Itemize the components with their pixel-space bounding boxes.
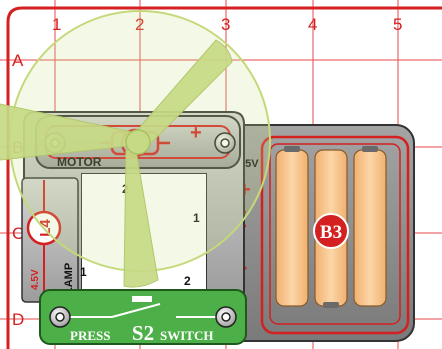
column-label-5: 5: [393, 15, 402, 34]
column-label-2: 2: [135, 15, 144, 34]
press-switch-s2[interactable]: PRESS S2 SWITCH: [39, 289, 247, 345]
battery-inner-outline: [269, 143, 401, 325]
lamp-voltage: 4.5V: [30, 269, 41, 290]
fan-overlay: [0, 10, 271, 288]
wire-number-right-upper: 1: [193, 211, 200, 225]
snap-icon: [55, 312, 65, 322]
switch-plate: [39, 289, 247, 345]
battery-cell: [353, 149, 387, 307]
snap-icon: [221, 312, 231, 322]
battery-cell: [275, 149, 309, 307]
wire-number-left-lower: 1: [80, 265, 87, 279]
column-label-3: 3: [221, 15, 230, 34]
battery-terminal: [284, 146, 300, 152]
row-label-a: A: [12, 51, 24, 70]
lamp-code: L4: [37, 219, 54, 237]
snap-icon: [220, 138, 230, 148]
battery-terminal: [362, 146, 378, 152]
fan-hub: [125, 129, 151, 155]
row-label-c: C: [12, 224, 24, 243]
lamp-label: LAMP: [63, 263, 75, 294]
battery-terminal: [323, 302, 339, 308]
column-label-1: 1: [52, 15, 61, 34]
row-label-d: D: [12, 310, 24, 329]
battery-holder-b3[interactable]: B3 4.5V + -: [222, 124, 415, 342]
board-frame: [6, 6, 442, 349]
motor-label: MOTOR: [57, 155, 102, 169]
fan-blade-icon: [0, 39, 233, 288]
battery-badge: [313, 213, 349, 249]
switch-code: S2: [132, 321, 154, 345]
battery-outline: [260, 135, 410, 335]
switch-contact: [111, 303, 161, 318]
column-label-4: 4: [308, 15, 317, 34]
switch-button-icon: [132, 296, 152, 302]
battery-code: B3: [320, 222, 342, 243]
motor-polarity: +: [190, 122, 202, 144]
switch-press-label: PRESS: [70, 328, 110, 343]
switch-switch-label: SWITCH: [160, 328, 213, 343]
wire-number-right-lower: 2: [184, 274, 191, 288]
